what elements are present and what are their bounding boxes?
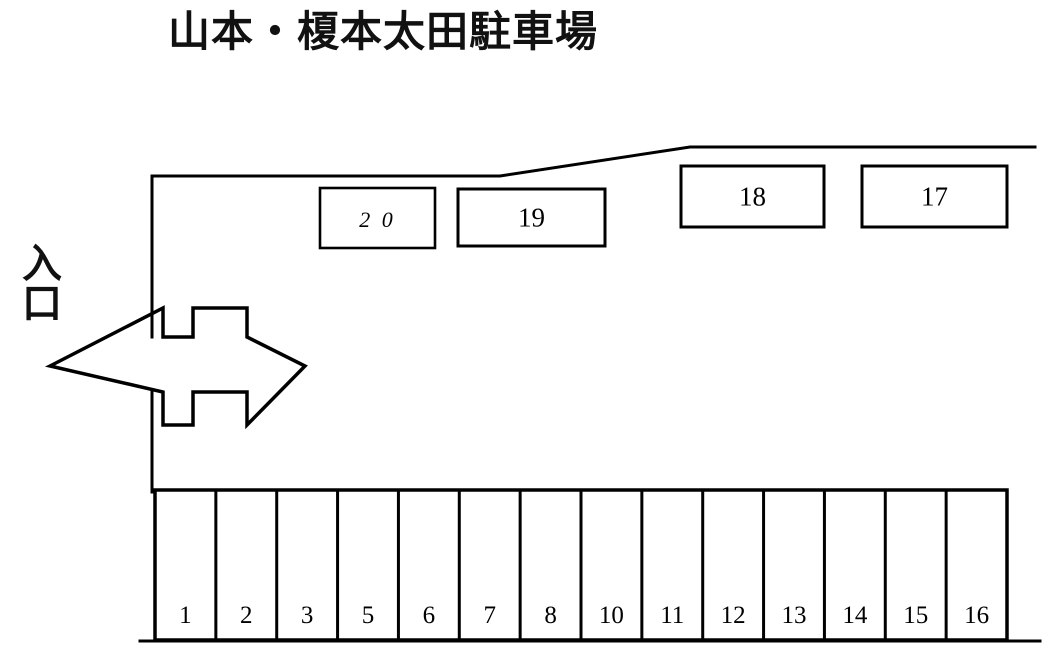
stall-3[interactable]: 3 (275, 490, 314, 640)
stall-11[interactable]: 11 (640, 490, 684, 640)
stall-2[interactable]: 2 (214, 490, 253, 640)
stall-number-label: 2 (240, 602, 253, 629)
stall-20[interactable]: 2 0 (318, 186, 437, 250)
stall-number-label: 8 (544, 602, 557, 629)
stall-number-label: 6 (423, 602, 436, 629)
stall-number-label: 18 (739, 182, 766, 212)
entrance-label-char-1: 入 (22, 241, 62, 287)
stall-number-label: 2 0 (359, 207, 396, 232)
stall-12[interactable]: 12 (701, 490, 746, 640)
stall-number-label: 11 (660, 602, 684, 629)
stall-15[interactable]: 15 (883, 490, 928, 640)
stall-7[interactable]: 7 (457, 490, 496, 640)
stall-box[interactable] (860, 164, 1009, 229)
stall-number-label: 3 (301, 602, 314, 629)
upper-road-boundary (150, 145, 1037, 178)
stall-number-label: 1 (179, 602, 192, 629)
page-title: 山本・榎本太田駐車場 (168, 7, 598, 56)
stall-number-label: 16 (964, 602, 989, 629)
upper-stall-row: 2 0 19 18 17 (318, 164, 1009, 250)
stall-13[interactable]: 13 (762, 490, 807, 640)
stall-number-label: 12 (721, 602, 746, 629)
stall-number-label: 19 (518, 203, 545, 233)
stall-17[interactable]: 17 (860, 164, 1009, 229)
stall-number-label: 14 (842, 602, 868, 629)
entrance-label: 入 口 (22, 241, 62, 327)
stall-number-label: 7 (483, 602, 496, 629)
stall-8[interactable]: 8 (518, 490, 557, 640)
stall-5[interactable]: 5 (336, 490, 375, 640)
stall-18[interactable]: 18 (679, 164, 826, 229)
stall-box[interactable] (318, 186, 437, 250)
bidirectional-arrow-icon (44, 305, 308, 430)
stall-box[interactable] (679, 164, 826, 229)
stall-14[interactable]: 14 (822, 490, 868, 640)
entrance-label-char-2: 口 (22, 281, 62, 327)
stall-6[interactable]: 6 (396, 490, 436, 640)
stall-number-label: 5 (362, 602, 375, 629)
stall-number-label: 10 (599, 602, 624, 629)
stall-number-label: 17 (921, 182, 948, 212)
stall-10[interactable]: 10 (579, 490, 624, 640)
stall-box[interactable] (456, 187, 607, 248)
stall-1[interactable]: 1 (179, 602, 192, 629)
stall-number-label: 15 (903, 602, 928, 629)
stall-19[interactable]: 19 (456, 187, 607, 248)
stall-number-label: 13 (782, 602, 807, 629)
stall-16[interactable]: 16 (944, 490, 989, 640)
